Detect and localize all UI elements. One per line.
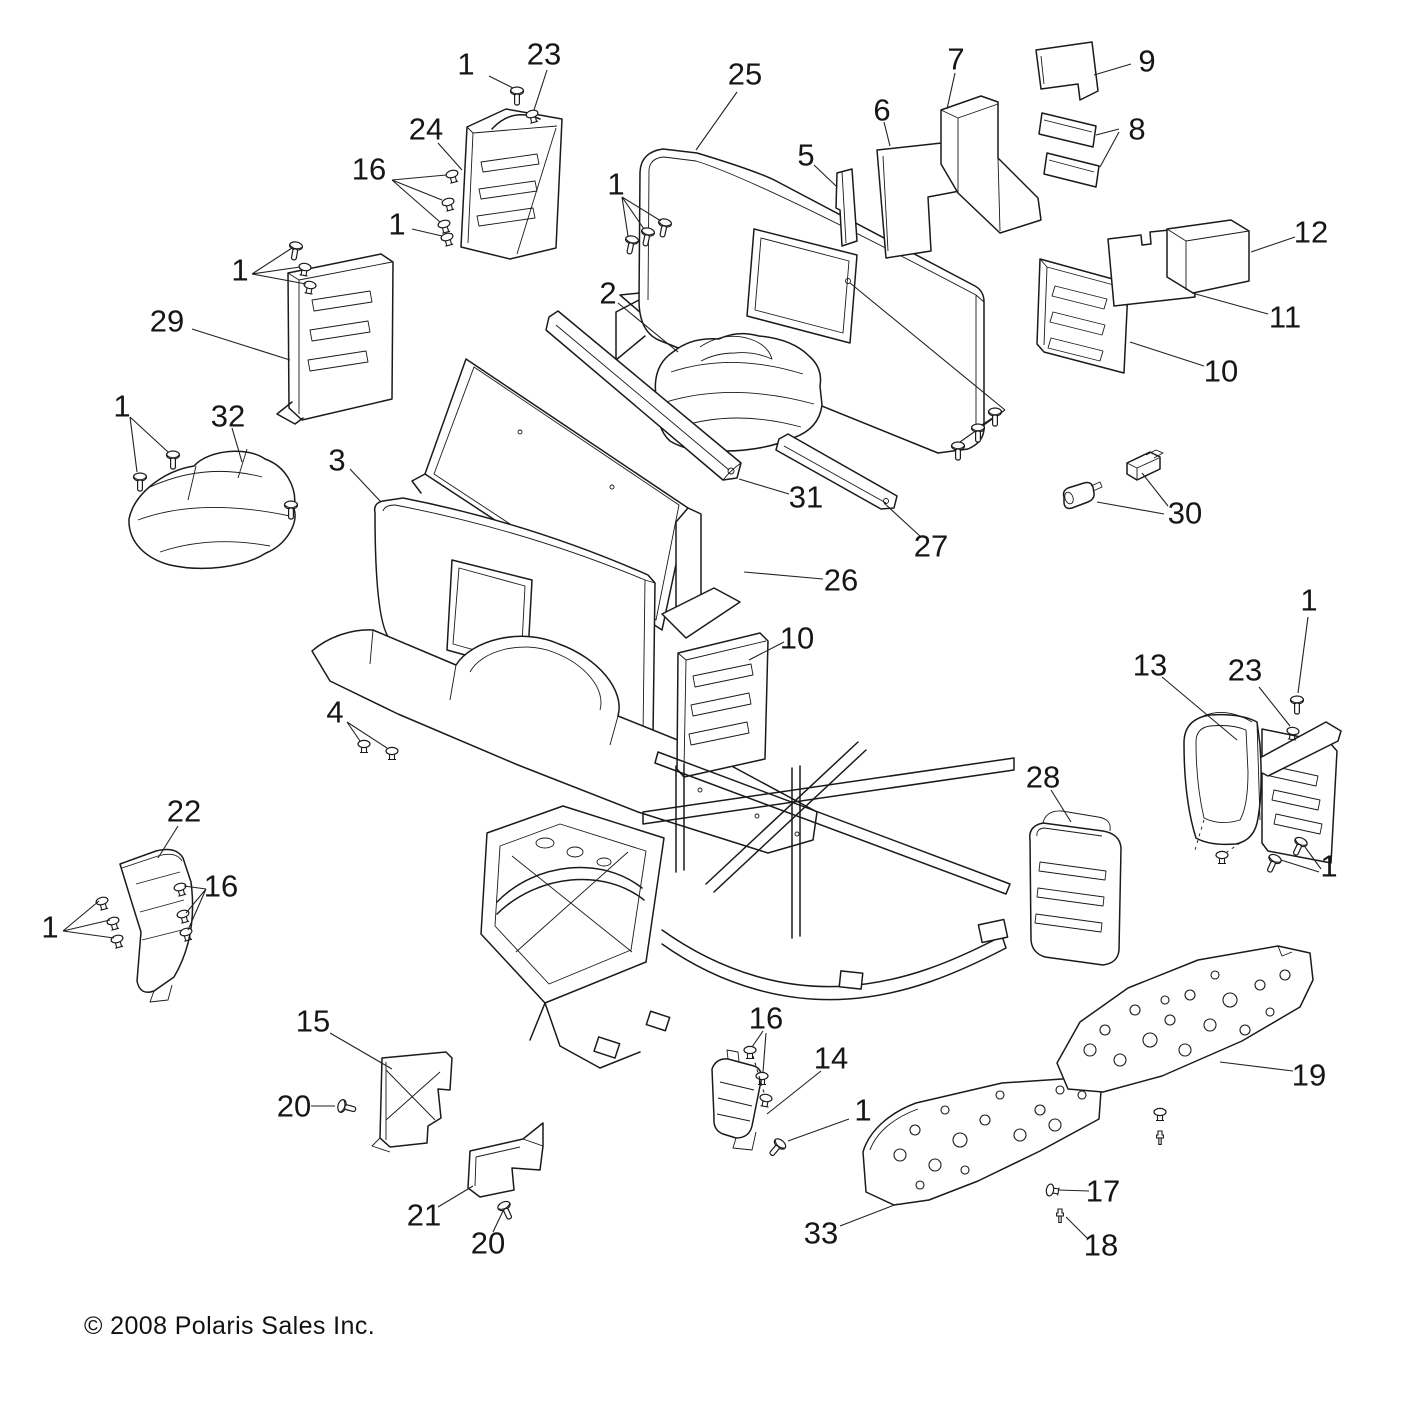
callout-9: 9 bbox=[1138, 43, 1156, 79]
callout-3: 3 bbox=[328, 442, 346, 478]
part-33-skid-plate bbox=[862, 1077, 1102, 1206]
callout-1-a: 1 bbox=[457, 46, 475, 82]
callout-22: 22 bbox=[166, 793, 202, 829]
callout-23-b: 23 bbox=[1227, 652, 1263, 688]
callout-10-b: 10 bbox=[779, 620, 815, 656]
callout-17: 17 bbox=[1085, 1173, 1121, 1209]
callout-1-g: 1 bbox=[1320, 848, 1338, 884]
callout-19: 19 bbox=[1291, 1057, 1327, 1093]
callout-1-d: 1 bbox=[231, 252, 249, 288]
callout-16-a: 16 bbox=[351, 151, 387, 187]
part-12-foam-block bbox=[1166, 219, 1250, 294]
callout-14: 14 bbox=[813, 1040, 849, 1076]
part-13-box-cover bbox=[1183, 712, 1342, 864]
callout-5: 5 bbox=[797, 137, 815, 173]
callout-25: 25 bbox=[727, 56, 763, 92]
callout-29: 29 bbox=[149, 303, 185, 339]
callout-20-b: 20 bbox=[470, 1225, 506, 1261]
part-7-foam-block bbox=[940, 95, 1042, 234]
callout-31: 31 bbox=[788, 479, 824, 515]
callout-15: 15 bbox=[295, 1003, 331, 1039]
chassis-frame bbox=[480, 741, 1015, 1069]
callout-23-a: 23 bbox=[526, 36, 562, 72]
callout-16-c: 16 bbox=[748, 1000, 784, 1036]
part-15-mount-plate bbox=[371, 1051, 453, 1153]
callout-1-i: 1 bbox=[854, 1092, 872, 1128]
callout-leader-lines bbox=[62, 63, 1322, 1239]
callout-27: 27 bbox=[913, 528, 949, 564]
callout-12: 12 bbox=[1293, 214, 1329, 250]
part-22-fender-bracket bbox=[119, 848, 194, 1003]
callout-8: 8 bbox=[1128, 111, 1146, 147]
callout-1-h: 1 bbox=[41, 909, 59, 945]
part-26-backrest-panel bbox=[411, 358, 741, 639]
callout-7: 7 bbox=[947, 41, 965, 77]
callout-13: 13 bbox=[1132, 647, 1168, 683]
part-28-side-cover bbox=[1029, 810, 1122, 966]
callout-33: 33 bbox=[803, 1215, 839, 1251]
callout-1-e: 1 bbox=[113, 388, 131, 424]
part-24-vented-panel bbox=[460, 108, 563, 260]
callout-2: 2 bbox=[599, 275, 617, 311]
callout-18: 18 bbox=[1083, 1227, 1119, 1263]
part-29-vented-panel bbox=[276, 253, 394, 425]
callout-16-b: 16 bbox=[203, 868, 239, 904]
callout-4: 4 bbox=[326, 694, 344, 730]
callout-30: 30 bbox=[1167, 495, 1203, 531]
callout-20-a: 20 bbox=[276, 1088, 312, 1124]
callout-10-a: 10 bbox=[1203, 353, 1239, 389]
callout-1-b: 1 bbox=[388, 206, 406, 242]
part-30-plug-and-clip bbox=[1062, 449, 1164, 510]
part-31-sill-strip bbox=[545, 310, 742, 481]
callout-21: 21 bbox=[406, 1197, 442, 1233]
part-10-vent-panel-center bbox=[676, 632, 769, 778]
callout-1-f: 1 bbox=[1300, 582, 1318, 618]
part-3-front-closeoff-panel bbox=[311, 497, 818, 854]
callout-11: 11 bbox=[1268, 299, 1302, 335]
callout-32: 32 bbox=[210, 398, 246, 434]
callout-1-c: 1 bbox=[607, 166, 625, 202]
part-5-foam-strip bbox=[835, 168, 858, 247]
callout-6: 6 bbox=[873, 92, 891, 128]
part-14-support-bracket bbox=[711, 1049, 763, 1151]
callout-28: 28 bbox=[1025, 759, 1061, 795]
part-21-splash-bracket bbox=[467, 1122, 544, 1198]
part-9-foam-pad bbox=[1035, 41, 1099, 101]
callout-24: 24 bbox=[408, 111, 444, 147]
copyright-notice: © 2008 Polaris Sales Inc. bbox=[84, 1312, 376, 1340]
callout-26: 26 bbox=[823, 562, 859, 598]
part-8-foam-strips bbox=[1038, 112, 1100, 188]
part-19-skid-plate bbox=[1056, 945, 1314, 1093]
part-27-sill-strip bbox=[775, 433, 898, 510]
